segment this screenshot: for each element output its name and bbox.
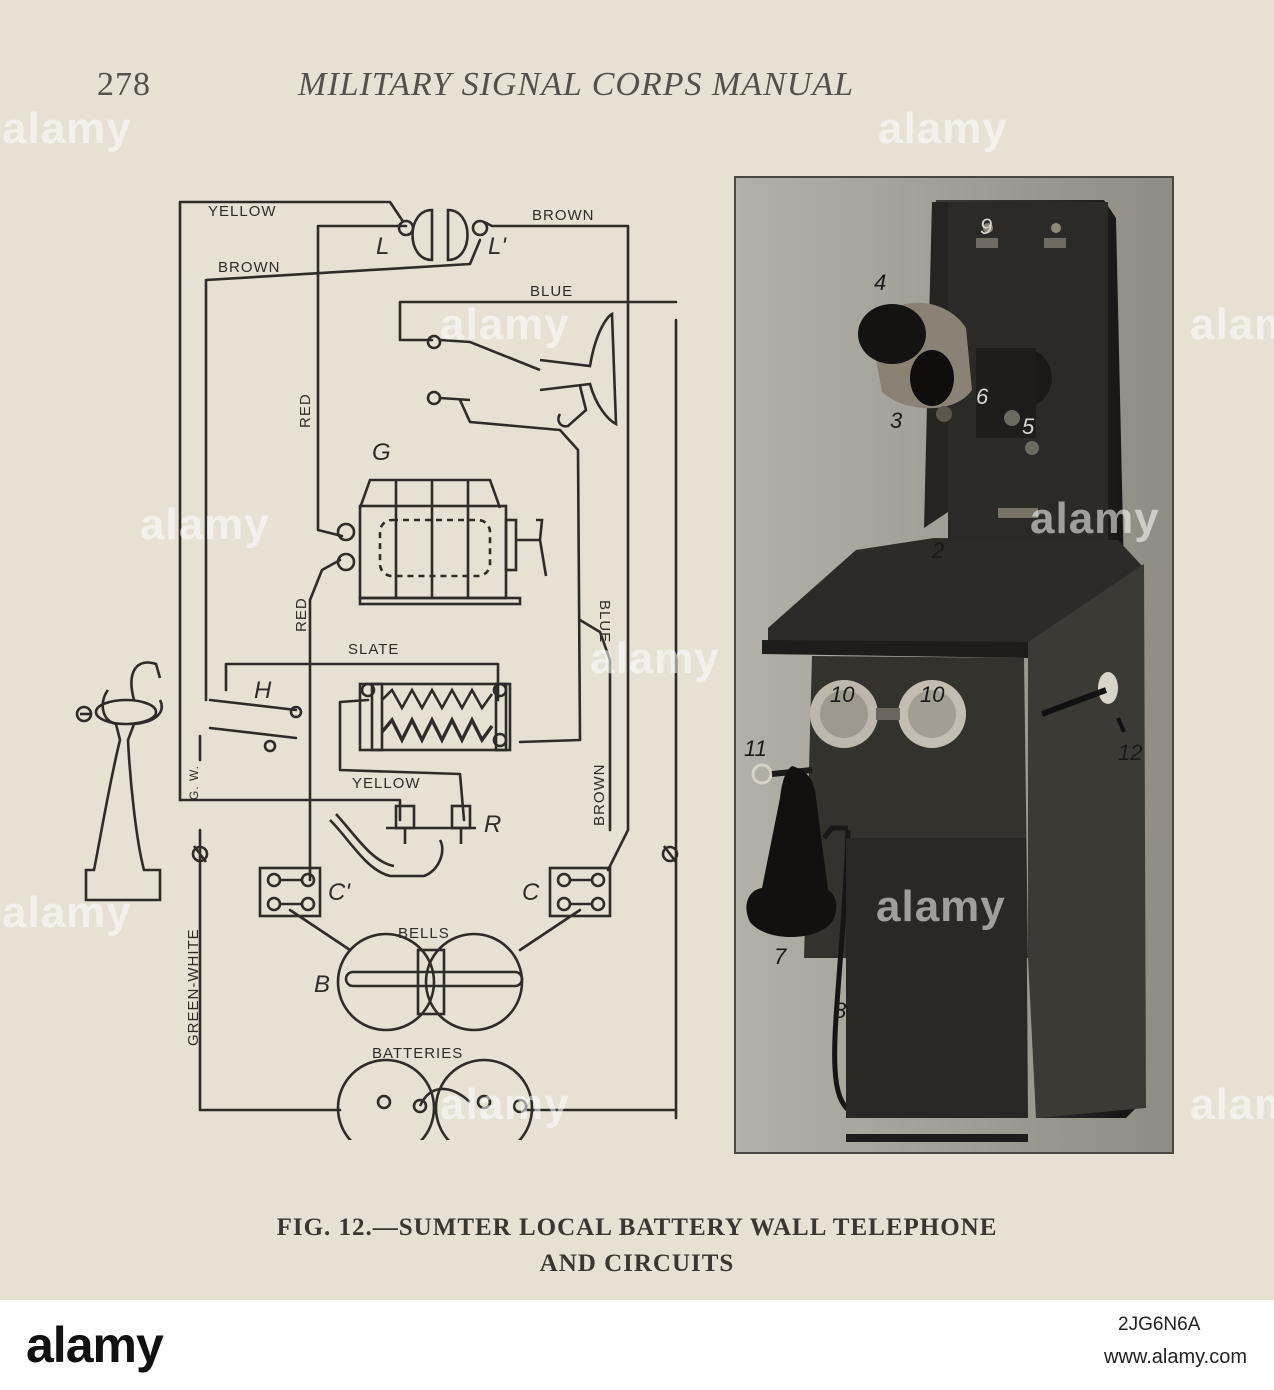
watermark: alamy xyxy=(878,104,1008,153)
alamy-logo: alamy xyxy=(26,1317,164,1373)
watermark: alamy xyxy=(440,300,570,349)
callout-10-left: 10 xyxy=(830,682,855,707)
callout-4: 4 xyxy=(874,270,886,295)
watermark: alamy xyxy=(2,888,132,937)
wire-label-blue-top: BLUE xyxy=(530,283,573,300)
wire-label-green-white: GREEN-WHITE xyxy=(185,928,202,1046)
figure-caption-line-2: AND CIRCUITS xyxy=(539,1250,735,1277)
callout-2: 2 xyxy=(931,538,944,563)
wiring-diagram: YELLOW BROWN BROWN BLUE RED RED BLUE SLA… xyxy=(75,200,679,1140)
watermark: alamy xyxy=(1030,494,1160,543)
watermark: alamy xyxy=(1190,300,1274,349)
wire-label-red-lower: RED xyxy=(293,597,310,632)
watermark: alamy xyxy=(140,500,270,549)
page-number: 278 xyxy=(97,66,151,103)
wire-label-yellow-lower: YELLOW xyxy=(352,775,421,792)
watermark: alamy xyxy=(1190,1080,1274,1129)
wire-label-gw: G. W. xyxy=(187,765,201,800)
component-letter-r: R xyxy=(484,811,501,838)
watermark: alamy xyxy=(2,104,132,153)
wire-label-brown-top: BROWN xyxy=(532,207,595,224)
watermark: alamy xyxy=(440,1080,570,1129)
component-letter-c: C xyxy=(522,879,540,906)
callout-11: 11 xyxy=(744,736,767,761)
component-letter-g: G xyxy=(372,439,391,466)
callout-10-right: 10 xyxy=(920,682,945,707)
wire-label-slate: SLATE xyxy=(348,641,399,658)
figure-caption-line-1: FIG. 12.—SUMTER LOCAL BATTERY WALL TELEP… xyxy=(276,1214,998,1241)
callout-6: 6 xyxy=(976,384,989,409)
callout-5: 5 xyxy=(1022,414,1035,439)
image-id: 2JG6N6A xyxy=(1118,1314,1201,1335)
component-letter-h: H xyxy=(254,677,272,704)
watermark: alamy xyxy=(876,882,1006,931)
footer-url: www.alamy.com xyxy=(1104,1346,1247,1368)
wire-label-brown-right: BROWN xyxy=(591,764,608,827)
book-page: 278 MILITARY SIGNAL CORPS MANUAL xyxy=(2,66,1274,1277)
callout-3: 3 xyxy=(890,408,903,433)
stock-footer-bar: alamy 2JG6N6A www.alamy.com xyxy=(0,1300,1274,1390)
callout-7: 7 xyxy=(774,944,787,969)
wire-label-blue-right: BLUE xyxy=(596,600,613,643)
wire-label-yellow-top: YELLOW xyxy=(208,203,277,220)
telephone-photo: 2 3 4 5 6 7 8 9 10 10 11 12 xyxy=(734,176,1174,1154)
component-letter-c-prime: C' xyxy=(328,879,351,906)
callout-12: 12 xyxy=(1118,740,1142,765)
callout-9: 9 xyxy=(980,214,992,239)
batteries-label: BATTERIES xyxy=(372,1045,463,1062)
callout-8: 8 xyxy=(834,998,847,1023)
component-letter-l: L xyxy=(376,233,389,260)
running-head: MILITARY SIGNAL CORPS MANUAL xyxy=(298,66,854,103)
wire-label-red-upper: RED xyxy=(297,393,314,428)
watermark: alamy xyxy=(590,634,720,683)
bells-label: BELLS xyxy=(398,925,450,942)
component-letter-l-prime: L' xyxy=(488,233,507,260)
wire-label-brown-left: BROWN xyxy=(218,259,281,276)
component-letter-b: B xyxy=(314,971,330,998)
